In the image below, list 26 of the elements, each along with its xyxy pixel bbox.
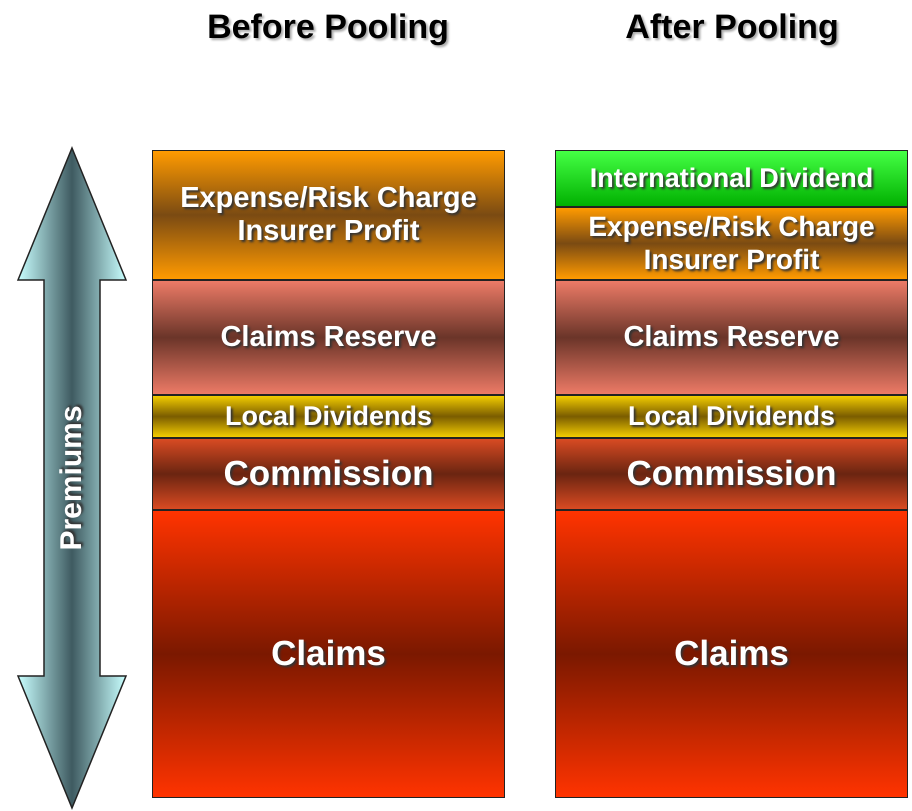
band-label: Claims Reserve [220,320,437,354]
expense-profit-band [152,150,505,280]
claims-reserve-band [152,280,505,395]
commission-band [555,438,908,510]
claims-band [152,510,505,798]
column-heading: After Pooling [624,7,840,48]
commission-band [152,438,505,510]
band-label: Commission [223,454,434,494]
band-label: Local Dividends [628,400,836,432]
band-label: International Dividend [590,162,874,194]
band-label: Local Dividends [224,400,432,432]
double-arrow [16,146,128,810]
claims-reserve-band [555,280,908,395]
band-label: Expense/Risk Charge Insurer Profit [587,211,876,276]
expense-profit-band [555,207,908,280]
band-label: Expense/Risk Charge Insurer Profit [179,182,478,248]
column-heading: Before Pooling [206,7,450,48]
band-label: Claims Reserve [623,320,840,354]
local-dividends-band [555,395,908,438]
international-dividend-band [555,150,908,207]
axis-label: Premiums [54,405,89,551]
claims-band [555,510,908,798]
local-dividends-band [152,395,505,438]
band-label: Claims [674,634,789,674]
band-label: Claims [271,634,386,674]
band-label: Commission [626,454,837,494]
